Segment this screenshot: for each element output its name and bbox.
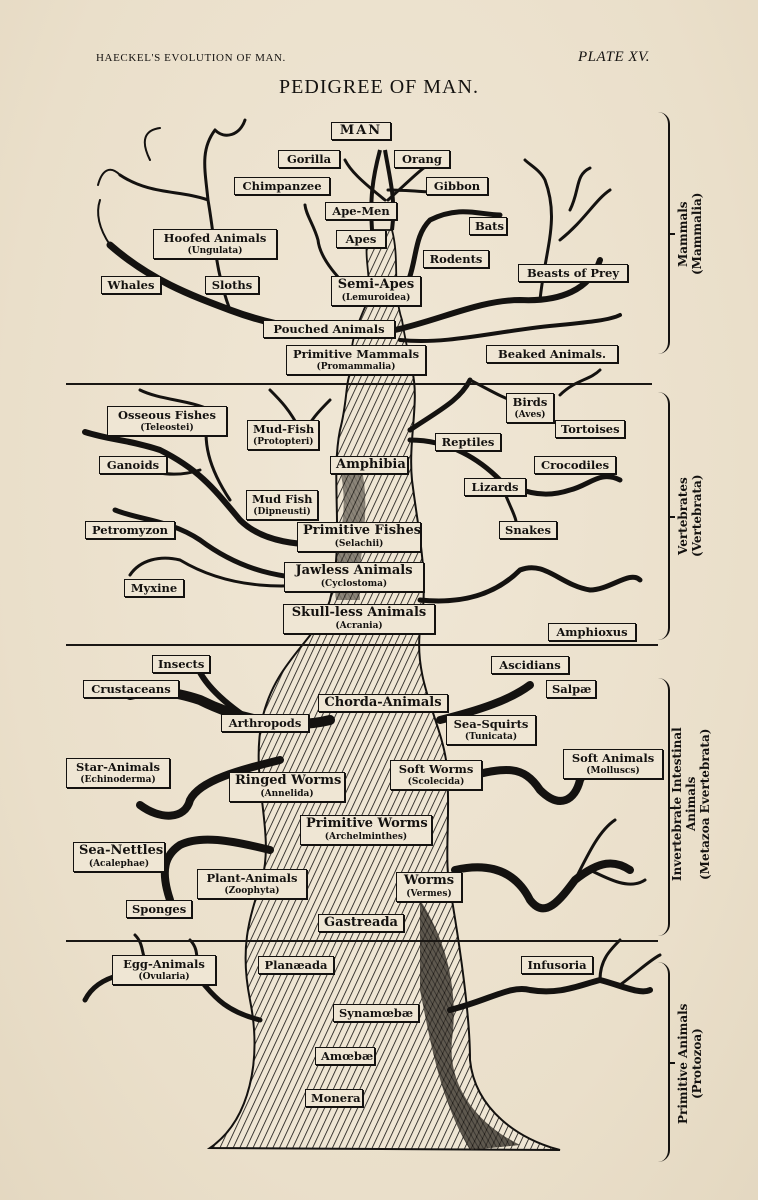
node-arthropods: Arthropods xyxy=(221,714,309,732)
node-insects: Insects xyxy=(152,655,210,673)
node-sea-squirts: Sea-Squirts (Tunicata) xyxy=(446,715,536,745)
brace-vertebrates xyxy=(658,392,675,640)
divider-mammals-vertebrates xyxy=(66,383,652,385)
node-chorda-animals: Chorda-Animals xyxy=(318,694,448,712)
node-plant-animals: Plant-Animals (Zoophyta) xyxy=(197,869,307,899)
node-infusoria: Infusoria xyxy=(521,956,593,974)
node-ape-men: Ape-Men xyxy=(325,202,397,220)
node-mud-fish-dipneusti: Mud Fish (Dipneusti) xyxy=(246,490,318,520)
node-ganoids: Ganoids xyxy=(99,456,167,474)
node-birds: Birds (Aves) xyxy=(506,393,554,423)
node-primitive-mammals: Primitive Mammals (Promammalia) xyxy=(286,345,426,375)
node-myxine: Myxine xyxy=(124,579,184,597)
node-planaeada: Planæada xyxy=(258,956,334,974)
node-chimpanzee: Chimpanzee xyxy=(234,177,330,195)
divider-vertebrates-invertebrates xyxy=(66,644,658,646)
page-title: PEDIGREE OF MAN. xyxy=(279,76,479,98)
node-snakes: Snakes xyxy=(499,521,557,539)
node-beaked-animals: Beaked Animals. xyxy=(486,345,618,363)
node-lizards: Lizards xyxy=(464,478,526,496)
plate-number: PLATE XV. xyxy=(578,49,651,65)
node-primitive-fishes: Primitive Fishes (Selachii) xyxy=(297,522,421,552)
node-reptiles: Reptiles xyxy=(435,433,501,451)
node-bats: Bats xyxy=(469,217,507,235)
node-petromyzon: Petromyzon xyxy=(85,521,175,539)
node-apes: Apes xyxy=(336,230,386,248)
node-gorilla: Gorilla xyxy=(278,150,340,168)
divider-invertebrates-protozoa xyxy=(66,940,658,942)
node-sloths: Sloths xyxy=(205,276,259,294)
group-protozoa: Primitive Animals (Protozoa) xyxy=(676,1003,704,1125)
brace-protozoa xyxy=(658,962,675,1162)
node-soft-worms: Soft Worms (Scolecida) xyxy=(390,760,482,790)
node-crustaceans: Crustaceans xyxy=(83,680,179,698)
node-ringed-worms: Ringed Worms (Annelida) xyxy=(229,772,345,802)
node-sea-nettles: Sea-Nettles (Acalephae) xyxy=(73,842,165,872)
brace-invertebrates xyxy=(658,678,675,936)
node-crocodiles: Crocodiles xyxy=(534,456,616,474)
node-amphioxus: Amphioxus xyxy=(548,623,636,641)
node-amoebae: Amœbæ xyxy=(315,1047,375,1065)
node-skull-less-animals: Skull-less Animals (Acrania) xyxy=(283,604,435,634)
node-amphibia: Amphibia xyxy=(330,456,408,474)
node-hoofed-animals: Hoofed Animals (Ungulata) xyxy=(153,229,277,259)
node-primitive-worms: Primitive Worms (Archelminthes) xyxy=(300,815,432,845)
node-salpae: Salpæ xyxy=(546,680,596,698)
node-star-animals: Star-Animals (Echinoderma) xyxy=(66,758,170,788)
group-vertebrates: Vertebrates (Vertebrata) xyxy=(676,474,704,558)
node-semi-apes: Semi-Apes (Lemuroidea) xyxy=(331,276,421,306)
node-jawless-animals: Jawless Animals (Cyclostoma) xyxy=(284,562,424,592)
group-mammals: Mammals (Mammalia) xyxy=(676,192,704,276)
node-beasts-of-prey: Beasts of Prey xyxy=(518,264,628,282)
node-sponges: Sponges xyxy=(126,900,192,918)
node-gastreada: Gastreada xyxy=(318,914,404,932)
running-head: Haeckel's Evolution of Man. xyxy=(96,52,286,64)
node-osseous-fishes: Osseous Fishes (Teleostei) xyxy=(107,406,227,436)
node-rodents: Rodents xyxy=(423,250,489,268)
node-worms: Worms (Vermes) xyxy=(396,872,462,902)
node-egg-animals: Egg-Animals (Ovularia) xyxy=(112,955,216,985)
node-orang: Orang xyxy=(394,150,450,168)
brace-mammals xyxy=(658,112,675,354)
group-invertebrates: Invertebrate Intestinal Animals (Metazoa… xyxy=(670,727,712,881)
node-synamoebae: Synamœbæ xyxy=(333,1004,419,1022)
node-monera: Monera xyxy=(305,1089,363,1107)
node-ascidians: Ascidians xyxy=(491,656,569,674)
node-man: MAN xyxy=(331,122,391,140)
node-gibbon: Gibbon xyxy=(426,177,488,195)
node-soft-animals: Soft Animals (Molluscs) xyxy=(563,749,663,779)
node-pouched-animals: Pouched Animals xyxy=(263,320,395,338)
node-tortoises: Tortoises xyxy=(555,420,625,438)
node-whales: Whales xyxy=(101,276,161,294)
node-mud-fish-protopteri: Mud-Fish (Protopteri) xyxy=(247,420,319,450)
